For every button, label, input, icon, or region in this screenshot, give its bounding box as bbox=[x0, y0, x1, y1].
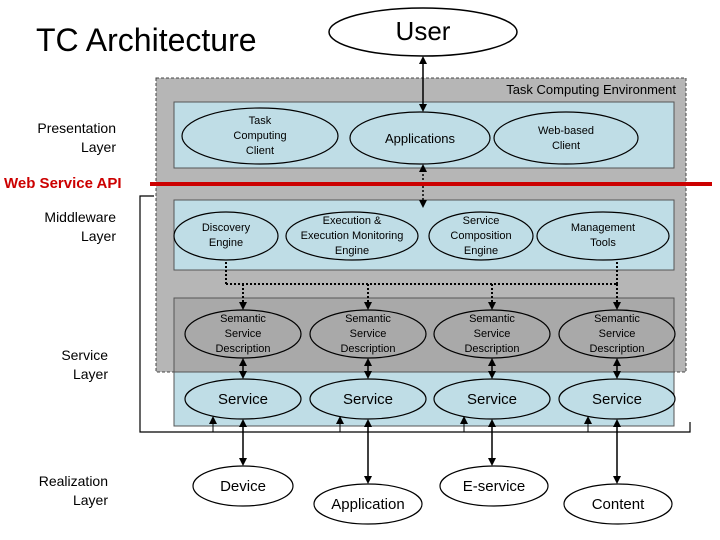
execution-ellipse bbox=[285, 211, 419, 261]
sd-text-4: Semantic Service Description bbox=[589, 312, 645, 355]
application-ellipse bbox=[313, 483, 423, 525]
user-label: User bbox=[395, 15, 451, 46]
task-client-ellipse bbox=[181, 107, 339, 165]
service-text-2: Service bbox=[342, 390, 394, 408]
web-service-api-label: Web Service API bbox=[4, 175, 122, 192]
service-layer-label: Service Layer bbox=[61, 347, 108, 382]
composition-text: Service Composition Engine bbox=[450, 214, 512, 257]
sd-text-1: Semantic Service Description bbox=[215, 312, 271, 355]
api-connector bbox=[139, 195, 691, 433]
sd-text-2: Semantic Service Description bbox=[340, 312, 396, 355]
discovery-text: Discovery Engine bbox=[201, 222, 251, 249]
service-text-3: Service bbox=[466, 390, 518, 408]
device-ellipse bbox=[192, 465, 294, 507]
service-text-1: Service bbox=[217, 390, 269, 408]
presentation-layer-label: Presentation Layer bbox=[37, 120, 116, 155]
environment-label: Task Computing Environment bbox=[506, 82, 676, 97]
device-text: Device bbox=[220, 477, 266, 495]
page-title: TC Architecture bbox=[36, 22, 257, 58]
realization-layer-label: Realization Layer bbox=[38, 473, 108, 508]
web-client-ellipse bbox=[493, 111, 639, 165]
applications-text: Applications bbox=[384, 130, 456, 146]
content-text: Content bbox=[591, 495, 645, 513]
web-client-text: Web-based Client bbox=[537, 125, 595, 152]
management-text: Management Tools bbox=[570, 222, 636, 249]
management-ellipse bbox=[536, 211, 670, 261]
task-client-text: Task Computing Client bbox=[233, 114, 287, 157]
composition-ellipse bbox=[428, 211, 534, 261]
content-ellipse bbox=[563, 483, 673, 525]
sd-text-3: Semantic Service Description bbox=[464, 312, 520, 355]
application-text: Application bbox=[331, 495, 405, 513]
eservice-ellipse bbox=[439, 465, 549, 507]
middleware-layer-label: Middleware Layer bbox=[44, 209, 116, 244]
execution-text: Execution & Execution Monitoring Engine bbox=[300, 214, 404, 257]
eservice-text: E-service bbox=[462, 477, 526, 495]
discovery-ellipse bbox=[173, 211, 279, 261]
service-text-4: Service bbox=[591, 390, 643, 408]
